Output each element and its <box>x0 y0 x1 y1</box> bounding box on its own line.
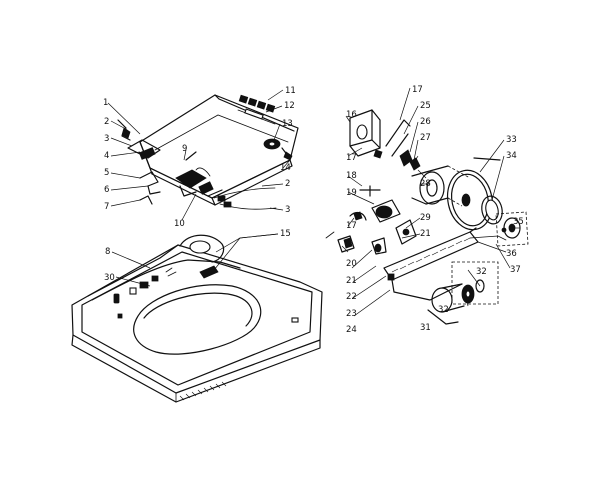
callout-19: 19 <box>346 188 357 198</box>
callout-32a: 32 <box>476 267 487 277</box>
callout-36: 36 <box>506 249 517 259</box>
gear-parts <box>325 219 417 255</box>
callout-11: 11 <box>285 86 296 96</box>
callout-3b: 3 <box>285 205 290 215</box>
callout-18: 18 <box>346 171 357 181</box>
callout-4: 4 <box>104 151 109 161</box>
slide-bar <box>383 227 507 301</box>
callout-7: 7 <box>104 202 109 212</box>
callout-37: 37 <box>510 265 521 275</box>
callout-2: 2 <box>104 117 109 127</box>
callout-12: 12 <box>284 101 295 111</box>
callout-6: 6 <box>104 185 109 195</box>
coupling-31-group <box>427 261 499 325</box>
callout-labels: 1 2 3 4 5 6 7 8 30 9 10 11 12 13 14 2 3 … <box>103 85 524 335</box>
callout-28: 28 <box>420 179 431 189</box>
callout-17c: 17 <box>412 85 423 95</box>
wire-harness <box>213 147 293 210</box>
callout-8: 8 <box>105 247 110 257</box>
callout-15: 15 <box>280 229 291 239</box>
callout-13: 13 <box>282 119 293 129</box>
washer-top-cabinet <box>71 234 323 403</box>
callout-3: 3 <box>104 134 109 144</box>
callout-30: 30 <box>104 273 115 283</box>
fill-valve-bracket <box>349 109 383 159</box>
callout-26: 26 <box>420 117 431 127</box>
timer-switch-block <box>175 151 223 197</box>
callout-27: 27 <box>420 133 431 143</box>
callout-16: 16 <box>346 110 357 120</box>
pulley-assembly <box>411 165 449 205</box>
callout-25: 25 <box>420 101 431 111</box>
leader-lines <box>107 87 520 317</box>
callout-20: 20 <box>346 259 357 269</box>
left-bracket-parts <box>117 119 161 205</box>
callout-33: 33 <box>506 135 517 145</box>
callout-17a: 17 <box>346 153 357 163</box>
callout-1: 1 <box>103 98 108 108</box>
callout-5: 5 <box>104 168 109 178</box>
bearing-35-group <box>495 211 529 247</box>
callout-34: 34 <box>506 151 517 161</box>
callout-22: 22 <box>346 292 357 302</box>
callout-14: 14 <box>280 163 291 173</box>
callout-2b: 2 <box>285 179 290 189</box>
seal-ring-34 <box>481 195 503 225</box>
callout-31: 31 <box>420 323 431 333</box>
callout-17b: 17 <box>346 221 357 231</box>
callout-9: 9 <box>182 144 187 154</box>
clutch-assembly <box>349 185 401 223</box>
callout-21a: 21 <box>346 276 357 286</box>
console-panel <box>139 94 299 206</box>
callout-21b: 21 <box>420 229 431 239</box>
push-button-cluster <box>237 94 276 125</box>
callout-24: 24 <box>346 325 357 335</box>
callout-35: 35 <box>513 217 524 227</box>
callout-10: 10 <box>174 219 185 229</box>
bracket-upper <box>385 119 421 171</box>
callout-29: 29 <box>420 213 431 223</box>
callout-23: 23 <box>346 309 357 319</box>
callout-32b: 32 <box>438 305 449 315</box>
